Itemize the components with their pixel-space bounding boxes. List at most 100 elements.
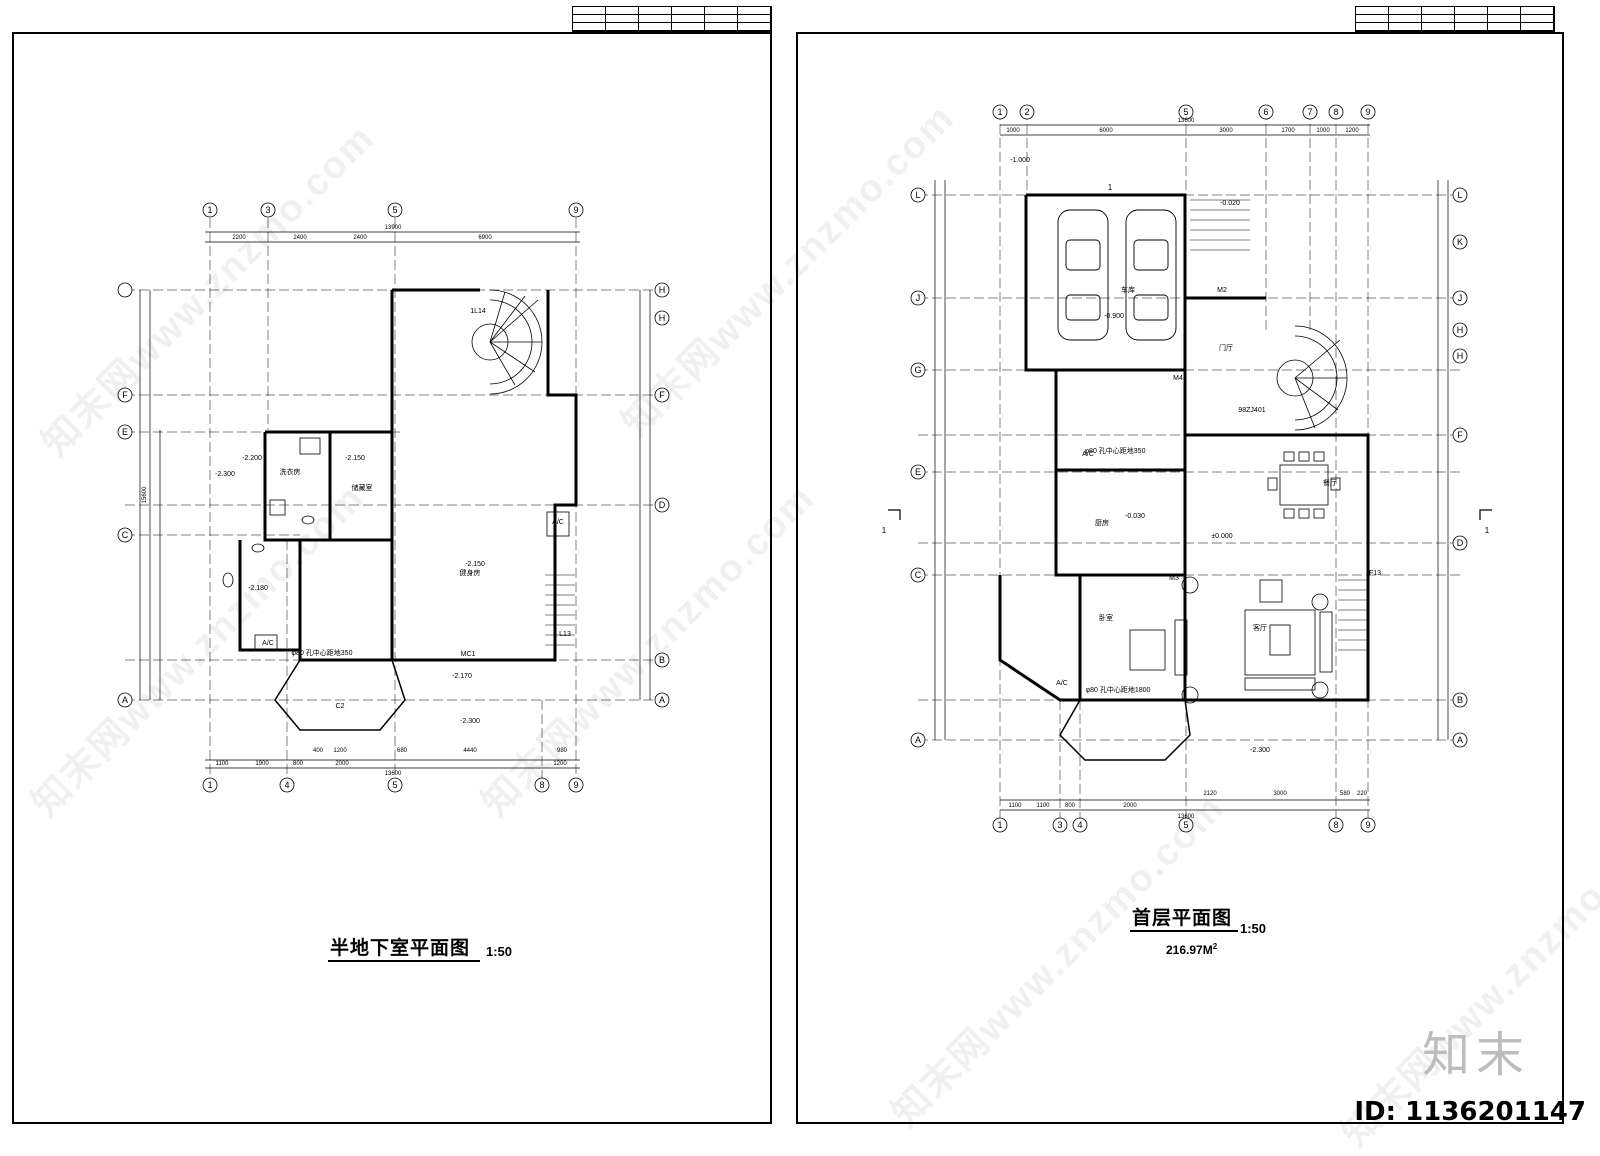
- dim-top-3: 2400: [353, 235, 367, 241]
- axis-top-8: 8: [1333, 107, 1338, 117]
- door-m3: M3: [1169, 575, 1179, 582]
- elev-storage: -2.150: [345, 455, 365, 462]
- dim-top-2: 6000: [1099, 128, 1113, 134]
- axis-left-A: A: [122, 695, 128, 705]
- dim-bottom-3: 800: [1065, 803, 1076, 809]
- room-garage: 车库: [1121, 285, 1135, 294]
- axis-top-9: 9: [1365, 107, 1370, 117]
- drawing-frame: [12, 32, 772, 1124]
- ground-floor-plan: 1 2 5 6 7 8 9 1 3 4 5 8 9 L J G E C A L …: [882, 104, 1492, 833]
- axis-right-H2: H: [659, 313, 666, 323]
- room-kitchen: 厨房: [1095, 518, 1109, 527]
- section-mark-left: 1: [882, 526, 887, 535]
- dim-bottom-1: 1100: [1009, 803, 1023, 809]
- dim-bottom-7: 580: [1340, 791, 1351, 797]
- dim-top-total: 13900: [385, 225, 402, 231]
- room-foyer: 门厅: [1219, 343, 1233, 352]
- axis-right-K: K: [1457, 237, 1463, 247]
- dim-top-1: 1000: [1006, 128, 1020, 134]
- dim-top-2: 2400: [293, 235, 307, 241]
- drawing-frame: [796, 32, 1564, 1124]
- dim-bottom-total: 13600: [385, 771, 402, 777]
- elev-main: ±0.000: [1211, 533, 1232, 540]
- elev-laundry: -2.200: [242, 455, 262, 462]
- axis-right-A: A: [1457, 735, 1463, 745]
- ac-label-2: A/C: [262, 640, 274, 647]
- dim-bottom-2: 1100: [1037, 803, 1051, 809]
- ref-note: 98ZJ401: [1238, 407, 1265, 414]
- elev-left: -2.300: [215, 471, 235, 478]
- ac-label-1: A/C: [1082, 451, 1094, 458]
- axis-left-J: J: [916, 293, 921, 303]
- pipe-note: φ80 孔中心距地350: [292, 648, 353, 657]
- axis-top-5: 5: [392, 205, 397, 215]
- title-block: [572, 6, 772, 32]
- axis-right-H: H: [659, 285, 666, 295]
- elev-outside: -2.300: [460, 718, 480, 725]
- dim-bottom-6: 3000: [1273, 791, 1287, 797]
- axis-bottom-8: 8: [539, 780, 544, 790]
- axis-right-L: L: [1457, 190, 1462, 200]
- pipe-note-2: φ80 孔中心距地1800: [1086, 685, 1151, 694]
- axis-left-G: G: [914, 365, 921, 375]
- site-logo: 知末: [1421, 1027, 1530, 1083]
- dim-top-1: 2200: [232, 235, 246, 241]
- dim-bottom-total: 13600: [1178, 814, 1195, 820]
- room-laundry: 洗衣房: [280, 467, 301, 476]
- axis-bottom-4: 4: [1077, 820, 1082, 830]
- axis-right-A: A: [659, 695, 665, 705]
- window-c2: C2: [336, 703, 345, 710]
- door-m2: M2: [1217, 287, 1227, 294]
- dim-top-6: 1200: [1345, 128, 1359, 134]
- axis-bottom-1: 1: [207, 780, 212, 790]
- pipe-note-1: φ80 孔中心距地350: [1085, 446, 1146, 455]
- dim-bottom-7: 680: [397, 748, 408, 754]
- axis-top-1: 1: [997, 107, 1002, 117]
- dim-bottom-3: 800: [293, 761, 304, 767]
- elev-kitchen: -0.030: [1125, 513, 1145, 520]
- plan-scale: 1:50: [1240, 921, 1267, 936]
- axis-right-D: D: [1457, 538, 1464, 548]
- dim-bottom-6: 2000: [335, 761, 349, 767]
- axis-left-E: E: [122, 427, 128, 437]
- plan-title: 首层平面图: [1132, 907, 1233, 929]
- dim-top-5: 1000: [1316, 128, 1330, 134]
- dim-bottom-9: 980: [557, 748, 568, 754]
- room-bedroom: 卧室: [1099, 613, 1113, 622]
- axis-left-F: F: [122, 390, 128, 400]
- dim-bottom-2: 1900: [255, 761, 269, 767]
- plan-title: 半地下室平面图: [330, 937, 471, 959]
- axis-bottom-4: 4: [284, 780, 289, 790]
- elev-wc: -2.180: [248, 585, 268, 592]
- elev-outside: -2.300: [1250, 747, 1270, 754]
- stair-tag: F13: [1369, 570, 1381, 577]
- dim-bottom-10: 1200: [553, 761, 567, 767]
- basement-floor-plan: 1 3 5 9 1 4 5 8 9 F E C A H H F D B A 22…: [117, 202, 670, 793]
- room-living: 客厅: [1253, 623, 1267, 632]
- section-mark-top: 1: [1108, 183, 1113, 192]
- dim-top-total: 13600: [1178, 118, 1195, 124]
- dim-bottom-8: 4440: [463, 748, 477, 754]
- axis-top-5: 5: [1183, 107, 1188, 117]
- room-dining: 餐厅: [1323, 478, 1337, 487]
- dim-bottom-8: 220: [1357, 791, 1368, 797]
- axis-bottom-5: 5: [392, 780, 397, 790]
- ac-label-1: A/C: [552, 519, 564, 526]
- dim-left-total: 15600: [142, 486, 148, 503]
- axis-bottom-3: 3: [1057, 820, 1062, 830]
- axis-bottom-9: 9: [573, 780, 578, 790]
- floor-area-value: 216.97M: [1166, 943, 1213, 957]
- axis-top-6: 6: [1263, 107, 1268, 117]
- axis-top-9: 9: [573, 205, 578, 215]
- elev-garage: -0.900: [1104, 313, 1124, 320]
- left-sheet: 1 3 5 9 1 4 5 8 9 F E C A H H F D B A 22…: [0, 0, 790, 1131]
- axis-right-F: F: [659, 390, 665, 400]
- axis-left-C: C: [122, 530, 129, 540]
- axis-right-H: H: [1457, 325, 1464, 335]
- axis-bottom-9: 9: [1365, 820, 1370, 830]
- dim-top-4: 6900: [478, 235, 492, 241]
- elev-entry: -1.000: [1010, 157, 1030, 164]
- axis-right-B: B: [1457, 695, 1463, 705]
- axis-top-2: 2: [1024, 107, 1029, 117]
- title-block: [1355, 6, 1555, 32]
